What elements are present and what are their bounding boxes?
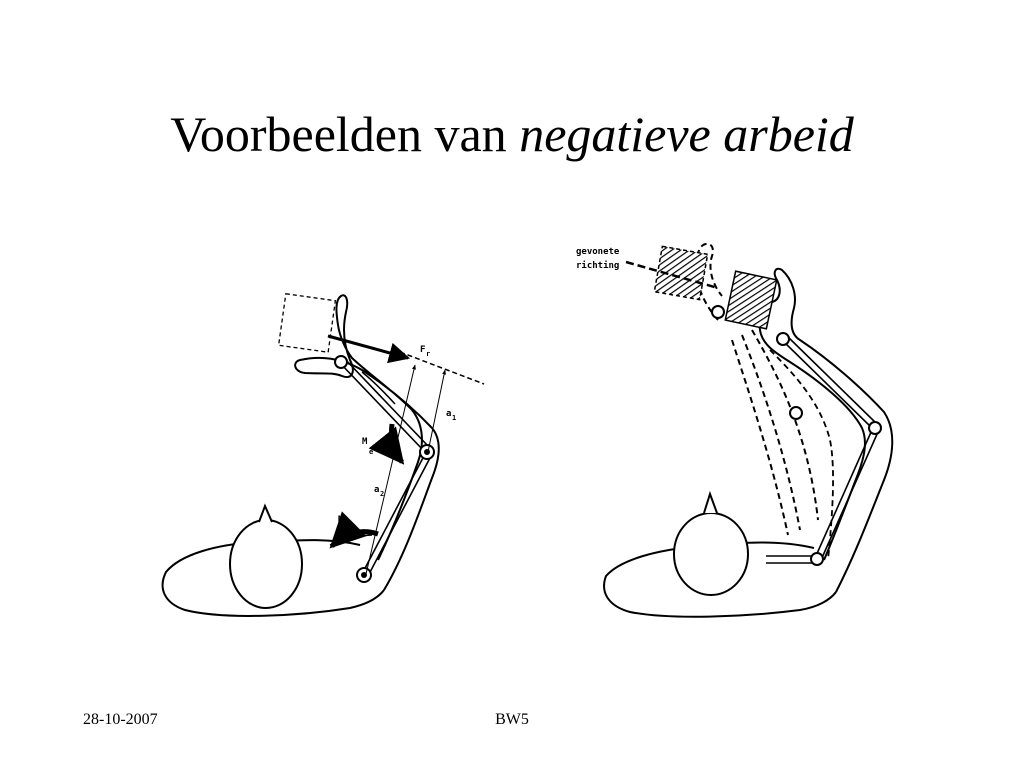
right-dashed-arm-2 — [731, 339, 789, 536]
label-direction-line1: gevonete — [576, 247, 620, 257]
right-arm-outline — [758, 267, 894, 593]
label-force: F — [420, 345, 425, 355]
left-elbow-joint-inner — [424, 449, 430, 455]
right-direction-line — [625, 260, 719, 290]
right-nose — [703, 490, 718, 514]
slide-title-italic: negatieve arbeid — [519, 106, 854, 162]
left-line-of-action — [399, 351, 485, 385]
right-dashed-hatched-box — [653, 245, 709, 301]
right-upper-bone-a — [814, 429, 873, 559]
label-direction-line2: richting — [576, 260, 619, 271]
right-elbow-joint — [868, 421, 882, 435]
right-shoulder-joint — [810, 552, 824, 566]
label-moment-shoulder: M — [338, 515, 344, 525]
left-arm-figure: F r a 1 a 2 M e M s — [161, 293, 485, 617]
right-wrist-joint — [776, 332, 790, 346]
left-head — [229, 519, 303, 609]
left-nose — [258, 503, 273, 523]
right-dashed-elbow — [789, 406, 803, 420]
right-dashed-arm-3 — [751, 329, 819, 521]
label-arm2-sub: 2 — [380, 490, 384, 498]
label-arm2: a — [374, 485, 379, 495]
right-forearm-bone-b — [785, 334, 878, 425]
left-force-arrow — [327, 334, 411, 364]
slide-title: Voorbeelden van negatieve arbeid — [0, 104, 1024, 164]
right-dashed-wrist — [711, 305, 725, 319]
footer-center-label: BW5 — [495, 711, 529, 728]
label-moment-shoulder-sub: s — [345, 520, 349, 528]
label-arm1: a — [446, 409, 451, 419]
right-head — [673, 512, 749, 596]
right-upper-bone-b — [820, 431, 879, 561]
left-moment-arm-1 — [427, 369, 447, 453]
left-moment-arm-2 — [365, 364, 416, 575]
footer-date: 28-10-2007 — [83, 711, 158, 728]
left-shoulder-joint-inner — [361, 572, 367, 578]
right-forearm-bone-a — [781, 339, 873, 429]
right-hatched-box — [724, 270, 778, 330]
left-upper-bone-b — [367, 455, 432, 577]
left-arm-outline — [294, 294, 440, 591]
left-wrist-joint — [334, 355, 348, 369]
label-moment-elbow-sub: e — [369, 448, 373, 456]
left-forearm-bone-a — [339, 362, 425, 452]
left-dashed-box — [277, 293, 337, 353]
label-force-sub: r — [426, 350, 430, 358]
right-dashed-arm-1 — [741, 334, 801, 531]
label-arm1-sub: 1 — [452, 414, 456, 422]
left-upper-bone-a — [361, 453, 426, 575]
slide-title-regular: Voorbeelden van — [170, 106, 520, 162]
left-shoulder-moment-arrow — [329, 511, 379, 549]
left-forearm-bone-b — [343, 357, 430, 448]
label-moment-elbow: M — [362, 437, 368, 447]
right-arm-figure: gevonete richting — [576, 242, 894, 618]
left-elbow-moment-arrow — [368, 423, 405, 465]
